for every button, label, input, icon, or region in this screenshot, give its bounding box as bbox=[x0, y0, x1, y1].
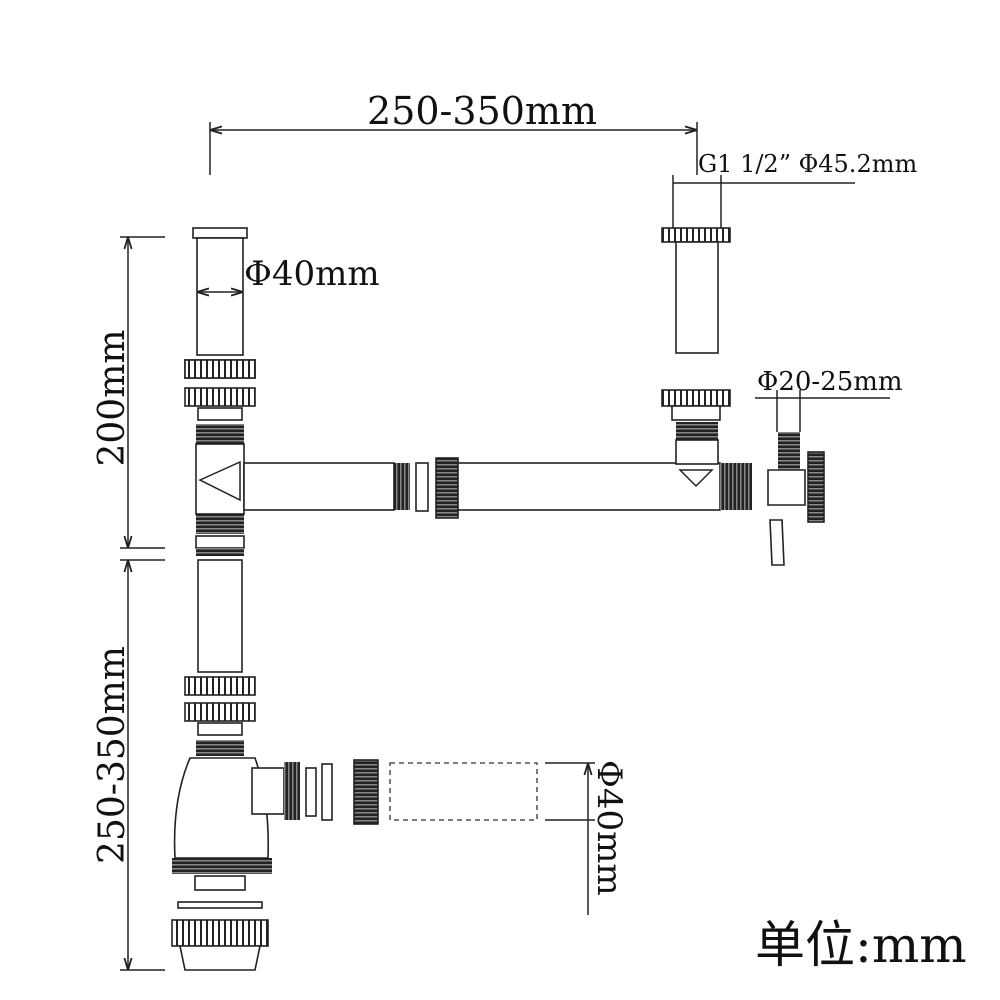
left-inlet-pipe: Φ40mm bbox=[184, 227, 380, 673]
outlet-diameter-label: Φ40mm bbox=[589, 760, 629, 896]
top-width-dimension: 250-350mm bbox=[209, 89, 698, 175]
horizontal-pipe bbox=[243, 457, 752, 519]
hose-connector: Φ20-25mm bbox=[755, 367, 903, 566]
lower-height-label: 250-350mm bbox=[92, 646, 133, 864]
thread-diameter-label: G1 1/2” Φ45.2mm bbox=[698, 150, 917, 178]
inlet-diameter-label: Φ40mm bbox=[244, 254, 380, 294]
thread-dimension: G1 1/2” Φ45.2mm bbox=[672, 150, 917, 230]
height-dimensions: 200mm 250-350mm bbox=[92, 236, 165, 971]
upper-height-label: 200mm bbox=[92, 330, 133, 467]
top-width-label: 250-350mm bbox=[367, 89, 597, 133]
unit-label: 单位:mm bbox=[755, 916, 967, 974]
hose-diameter-label: Φ20-25mm bbox=[757, 367, 903, 397]
bottle-trap bbox=[171, 676, 379, 971]
right-inlet-pipe bbox=[661, 227, 731, 488]
outlet-pipe-dashed: Φ40mm bbox=[389, 760, 629, 915]
